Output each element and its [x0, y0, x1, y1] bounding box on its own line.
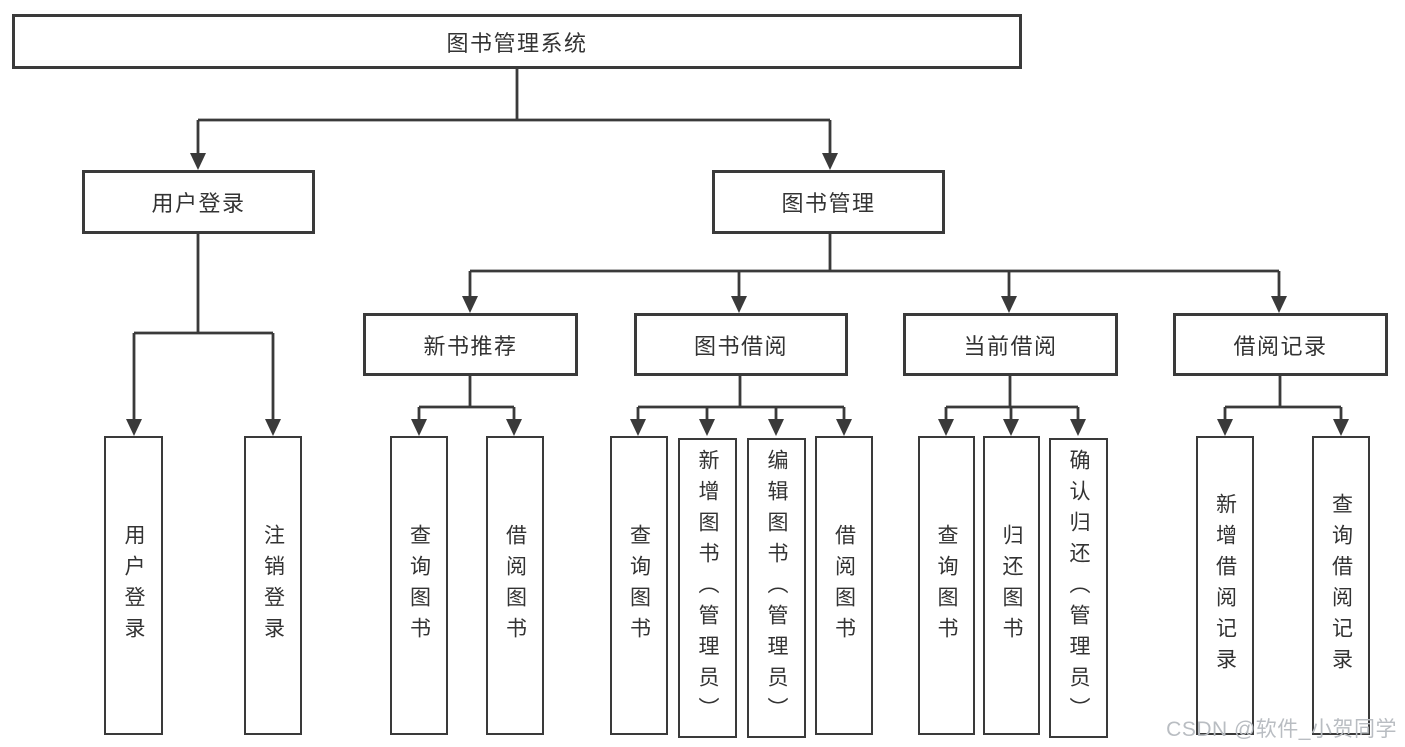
node-new-book-recommend-label: 新书推荐 — [423, 333, 518, 359]
node-book-management-label: 图书管理 — [781, 191, 876, 216]
leaf-bb-borrow-books: 借阅图书 — [815, 436, 873, 735]
leaf-logout-label: 注销登录 — [261, 523, 285, 648]
watermark: CSDN @软件_小贺同学 — [1166, 718, 1397, 741]
leaf-br-add-record: 新增借阅记录 — [1196, 436, 1254, 735]
leaf-bb-add-books-admin: 新增图书（管理员） — [678, 438, 737, 738]
node-new-book-recommend: 新书推荐 — [363, 313, 578, 376]
leaf-logout: 注销登录 — [244, 436, 302, 735]
leaf-cb-confirm-return-admin-label: 确认归还（管理员） — [1067, 448, 1090, 728]
leaf-cb-confirm-return-admin: 确认归还（管理员） — [1049, 438, 1108, 738]
node-borrow-records-label: 借阅记录 — [1233, 333, 1328, 359]
leaf-br-query-record: 查询借阅记录 — [1312, 436, 1370, 735]
node-user-login-branch: 用户登录 — [82, 170, 315, 234]
leaf-br-query-record-label: 查询借阅记录 — [1329, 492, 1353, 679]
node-book-borrowing: 图书借阅 — [634, 313, 848, 376]
leaf-nb-query-books-label: 查询图书 — [407, 523, 431, 648]
node-current-borrowing-label: 当前借阅 — [963, 333, 1058, 359]
leaf-nb-query-books: 查询图书 — [390, 436, 448, 735]
node-library-system-label: 图书管理系统 — [446, 30, 588, 56]
node-user-login-branch-label: 用户登录 — [151, 191, 246, 216]
leaf-cb-return-books: 归还图书 — [983, 436, 1040, 735]
node-borrow-records: 借阅记录 — [1173, 313, 1388, 376]
node-book-management: 图书管理 — [712, 170, 945, 234]
arrowhead-icons — [126, 153, 1349, 436]
leaf-bb-borrow-books-label: 借阅图书 — [832, 523, 856, 648]
leaf-br-add-record-label: 新增借阅记录 — [1213, 492, 1237, 679]
tree-edges — [132, 68, 1343, 421]
node-library-system: 图书管理系统 — [12, 14, 1022, 69]
leaf-user-login: 用户登录 — [104, 436, 163, 735]
leaf-bb-query-books-label: 查询图书 — [627, 523, 651, 648]
leaf-cb-query-books: 查询图书 — [918, 436, 975, 735]
leaf-bb-edit-books-admin: 编辑图书（管理员） — [747, 438, 806, 738]
leaf-bb-query-books: 查询图书 — [610, 436, 668, 735]
leaf-cb-query-books-label: 查询图书 — [935, 523, 958, 648]
leaf-user-login-label: 用户登录 — [122, 523, 145, 648]
node-book-borrowing-label: 图书借阅 — [693, 333, 788, 359]
leaf-bb-edit-books-admin-label: 编辑图书（管理员） — [765, 448, 788, 728]
leaf-nb-borrow-books: 借阅图书 — [486, 436, 544, 735]
node-current-borrowing: 当前借阅 — [903, 313, 1118, 376]
leaf-bb-add-books-admin-label: 新增图书（管理员） — [696, 448, 719, 728]
leaf-nb-borrow-books-label: 借阅图书 — [503, 523, 527, 648]
leaf-cb-return-books-label: 归还图书 — [1000, 523, 1023, 648]
